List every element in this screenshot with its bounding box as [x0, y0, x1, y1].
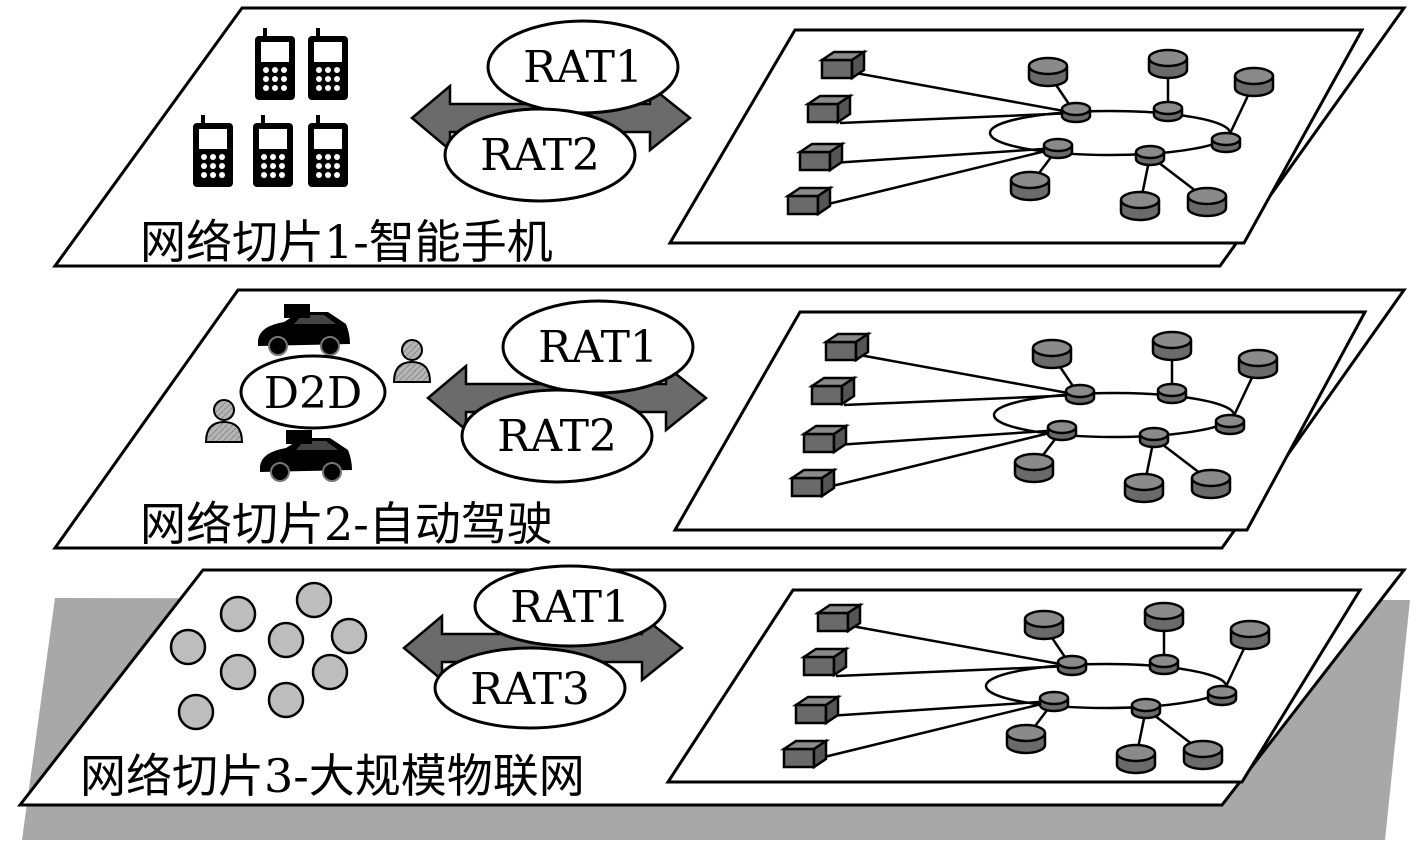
- iot-node-icon: [311, 653, 349, 691]
- d2d-label: D2D: [264, 368, 363, 419]
- slice-3-label: 网络切片3-大规模物联网: [80, 749, 585, 803]
- rat-label-top: RAT1: [523, 42, 643, 93]
- iot-node-icon: [330, 617, 368, 655]
- smartphone-icon: [308, 115, 348, 187]
- smartphone-icon: [308, 28, 348, 100]
- rat-label-bottom: RAT2: [480, 130, 600, 181]
- smartphone-icon: [193, 115, 233, 187]
- rat-label-bottom: RAT3: [470, 664, 590, 715]
- slice-3: RAT1 RAT3 网络切片3-大规模物联网: [16, 564, 1408, 807]
- rat-bubble-top: [473, 564, 667, 648]
- rat-bubble-bottom: [433, 646, 627, 730]
- slice-3-core-frame: [665, 588, 1363, 784]
- iot-node-icon: [169, 628, 207, 666]
- iot-node-icon: [295, 581, 333, 619]
- iot-node-icon: [177, 693, 215, 731]
- slice-1: RAT1 RAT2 网络切片1-智能手机: [52, 6, 1407, 269]
- slice-1-core-frame: [667, 28, 1365, 245]
- slice-2-label: 网络切片2-自动驾驶: [140, 497, 553, 551]
- iot-node-icon: [267, 681, 305, 719]
- rat-label-top: RAT1: [538, 322, 658, 373]
- smartphone-icon: [253, 115, 293, 187]
- rat-label-top: RAT1: [510, 582, 630, 633]
- rat-label-bottom: RAT2: [497, 411, 617, 462]
- smartphone-icon: [255, 28, 295, 100]
- iot-node-icon: [219, 595, 257, 633]
- rat-bubble-bottom: [443, 107, 637, 203]
- rat-bubble-bottom: [460, 388, 654, 484]
- slice-2: D2D RAT1 RAT2 网络切片2-自动驾驶: [52, 288, 1407, 551]
- d2d-bubble: [239, 354, 387, 430]
- iot-node-icon: [219, 653, 257, 691]
- iot-node-icon: [267, 621, 305, 659]
- slice-1-label: 网络切片1-智能手机: [140, 215, 553, 269]
- iot-node-group: [169, 581, 368, 731]
